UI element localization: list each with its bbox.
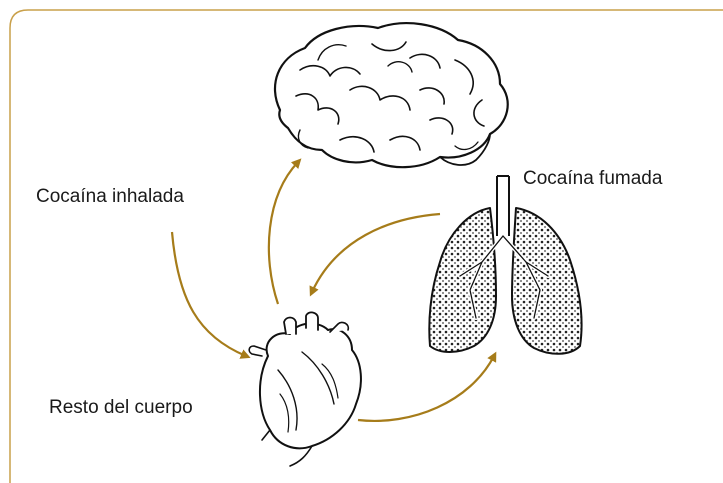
lungs-icon (429, 176, 581, 354)
label-rest-of-body: Resto del cuerpo (49, 397, 193, 419)
arrow-heart-to-lungs (358, 356, 494, 421)
label-cocaine-smoked: Cocaína fumada (523, 168, 662, 190)
heart-icon (249, 312, 361, 466)
arrow-heart-to-brain (269, 162, 298, 304)
arrow-inhaled-to-heart (172, 232, 246, 356)
label-cocaine-inhaled: Cocaína inhalada (36, 186, 184, 208)
brain-icon (275, 23, 508, 167)
arrow-lungs-to-heart (312, 214, 440, 292)
